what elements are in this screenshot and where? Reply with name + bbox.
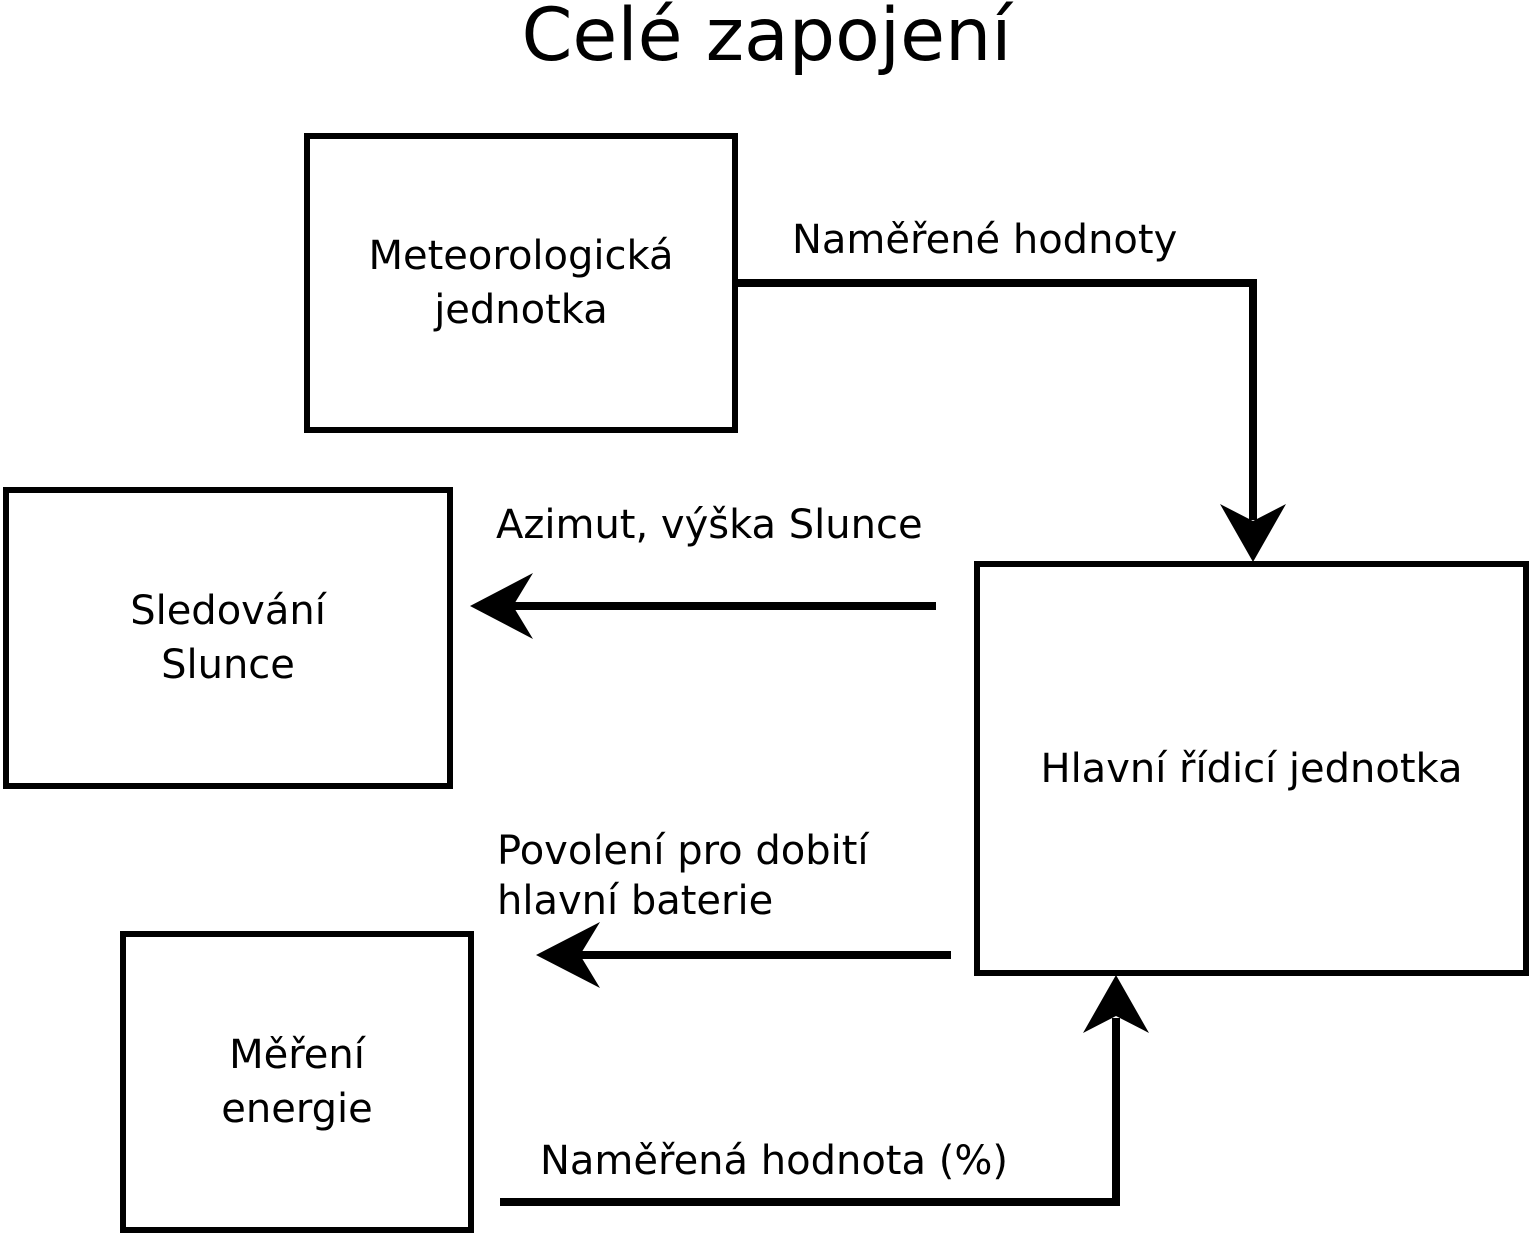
edge-label-charge-permission: Povolení pro dobití hlavní baterie	[497, 828, 869, 924]
edge-measured-values	[738, 279, 1286, 562]
node-energy-measurement-label: Měření energie	[221, 1032, 373, 1132]
arrowhead-down-icon	[1220, 504, 1286, 562]
edge-label-measured-values: Naměřené hodnoty	[792, 217, 1178, 263]
node-meteorological-unit[interactable]: Meteorologická jednotka	[304, 133, 738, 433]
node-sun-tracking-label: Sledování Slunce	[130, 588, 326, 688]
edge-label-measured-percent: Naměřená hodnota (%)	[540, 1138, 1008, 1184]
node-main-control-unit-label: Hlavní řídicí jednotka	[1040, 745, 1463, 792]
node-main-control-unit[interactable]: Hlavní řídicí jednotka	[974, 561, 1529, 976]
arrowhead-left-icon	[470, 573, 533, 639]
node-sun-tracking[interactable]: Sledování Slunce	[3, 487, 453, 789]
node-energy-measurement[interactable]: Měření energie	[120, 931, 474, 1233]
edge-measured-percent	[500, 975, 1149, 1206]
node-meteorological-unit-label: Meteorologická jednotka	[368, 233, 674, 333]
arrowhead-left-icon	[536, 922, 600, 988]
edge-azimuth-elevation	[470, 573, 936, 639]
arrowhead-up-icon	[1083, 975, 1149, 1033]
page-title: Celé zapojení	[521, 0, 1012, 78]
edge-label-azimuth-elevation: Azimut, výška Slunce	[496, 502, 923, 548]
edge-charge-permission	[536, 922, 951, 988]
